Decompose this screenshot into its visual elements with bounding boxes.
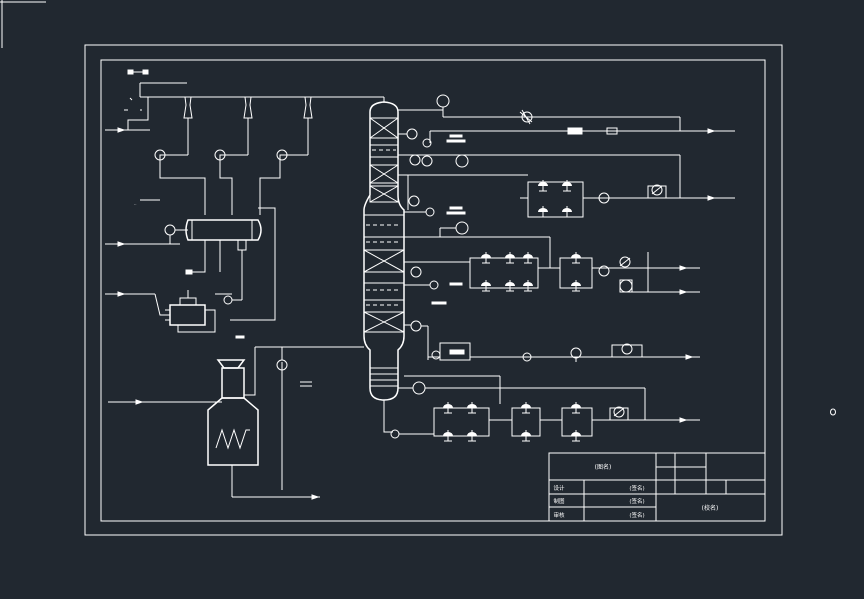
cooler-pump-icon <box>523 252 533 264</box>
column-packing-sections <box>363 117 405 387</box>
cooler-pump-icon <box>571 430 581 442</box>
title-block: (图名) 设计 (签名) 制图 (签名) 审核 (签名) (校名) <box>548 452 766 522</box>
cooler-pump-icon <box>505 280 515 292</box>
third-side-draw <box>404 320 700 362</box>
steam-ejector-icon <box>183 96 193 155</box>
cooler-pump-icon <box>538 206 548 218</box>
cooler-pump-icon <box>443 430 453 442</box>
cooler-pump-icon <box>571 252 581 264</box>
stripper[interactable] <box>105 290 245 339</box>
cooler-pump-icon <box>538 180 548 192</box>
designer-role-label: 设计 <box>553 484 565 492</box>
drawing-outer-border <box>84 44 783 536</box>
designer-value-label: (签名) <box>629 484 644 492</box>
pump-icon <box>154 149 166 161</box>
reflux-drum[interactable]: .. <box>105 199 276 321</box>
second-side-draw <box>404 221 700 305</box>
drawing-name-label: (图名) <box>595 463 612 471</box>
heating-furnace[interactable] <box>108 346 364 500</box>
cooler-pump-icon <box>467 430 477 442</box>
overhead-reflux-line <box>398 94 735 148</box>
school-name-label: (校名) <box>702 504 719 512</box>
cooler-pump-icon <box>523 280 533 292</box>
cooler-pump-icon <box>521 430 531 442</box>
steam-ejector-icon <box>303 96 313 155</box>
steam-ejector-icon <box>243 96 253 155</box>
ucs-origin-mark <box>830 408 836 416</box>
bottom-product-line <box>383 375 700 439</box>
cooler-pump-icon <box>521 402 531 414</box>
drawing-inner-border <box>100 59 766 522</box>
drafter-value-label: (签名) <box>629 497 644 505</box>
vacuum-ejector-system[interactable] <box>105 69 384 215</box>
cooler-pump-icon <box>571 402 581 414</box>
distillation-column[interactable] <box>363 97 405 406</box>
reviewer-value-label: (签名) <box>629 511 644 519</box>
reviewer-role-label: 审核 <box>553 511 565 519</box>
cooler-pump-icon <box>481 280 491 292</box>
pipe-tag: .. <box>134 201 137 206</box>
cooler-pump-icon <box>505 252 515 264</box>
first-side-draw <box>398 154 735 218</box>
cooler-pump-icon <box>481 252 491 264</box>
pump-icon <box>214 149 226 161</box>
cooler-pump-icon <box>562 206 572 218</box>
pump-icon <box>164 224 176 236</box>
cooler-pump-icon <box>562 180 572 192</box>
drafter-role-label: 制图 <box>553 497 565 505</box>
column-tray-marks <box>366 149 398 306</box>
pump-icon <box>276 149 288 161</box>
pump-symbol-group <box>443 180 581 442</box>
cooler-pump-icon <box>571 280 581 292</box>
cooler-pump-icon <box>467 402 477 414</box>
cooler-pump-icon <box>443 402 453 414</box>
viewport-corner-mark <box>0 0 46 48</box>
